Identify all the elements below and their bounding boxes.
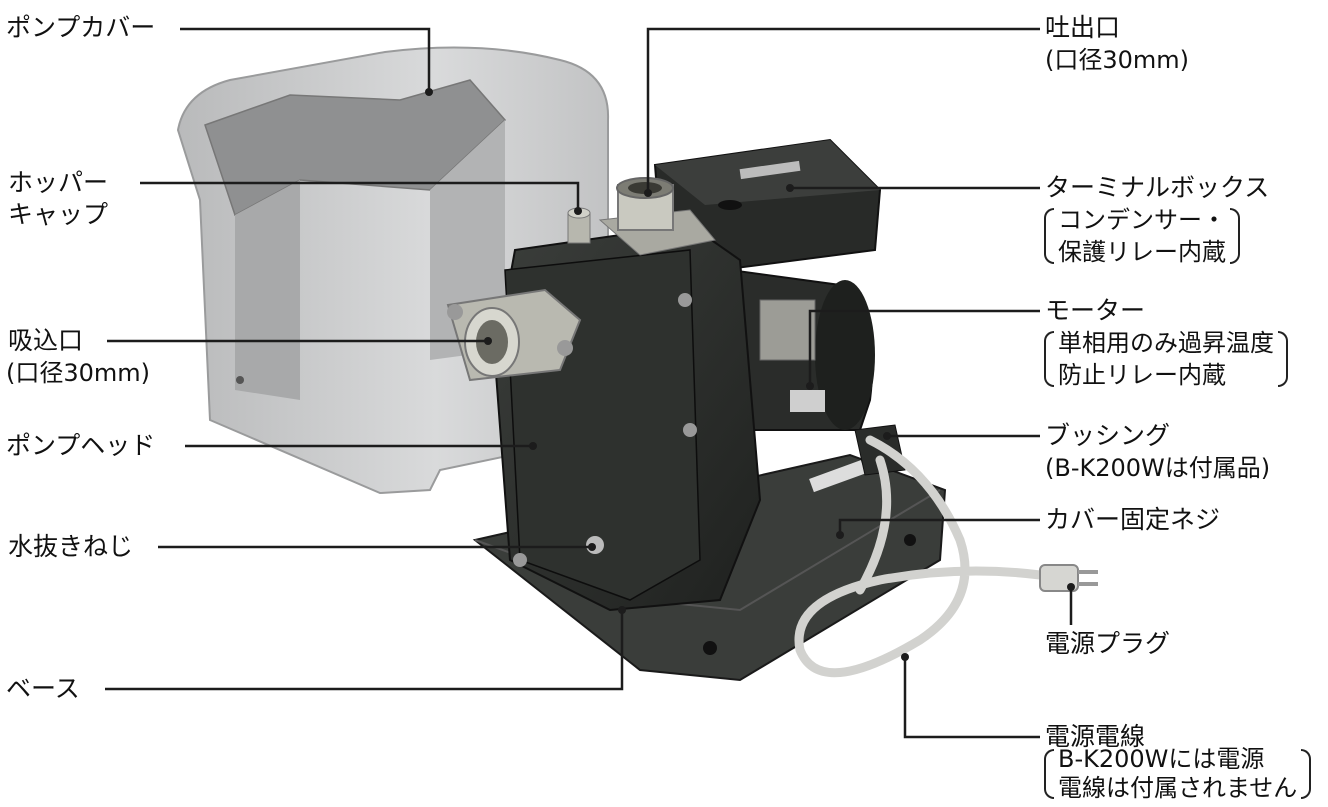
label-base: ベース — [6, 674, 80, 703]
pump-head-illustration — [493, 223, 762, 612]
suction-port-illustration — [446, 288, 582, 382]
power-cord-illustration — [794, 435, 1045, 678]
motor-note-line2: 防止リレー内蔵 — [1058, 361, 1226, 389]
motor-note: 単相用のみ過昇温度 防止リレー内蔵 — [1044, 327, 1288, 391]
label-suction-port-size: (口径30mm) — [6, 359, 151, 387]
power-cord-note: B-K200Wには電源 電線は付属されません — [1043, 745, 1312, 803]
power-cord-note-line1: B-K200Wには電源 — [1058, 745, 1265, 773]
label-pump-cover: ポンプカバー — [6, 13, 156, 42]
label-motor: モーター — [1045, 296, 1146, 325]
label-power-plug: 電源プラグ — [1045, 629, 1171, 658]
label-cover-screw: カバー固定ネジ — [1045, 505, 1221, 534]
leader-lines — [105, 27, 1073, 739]
terminal-box-note-line2: 保護リレー内蔵 — [1058, 238, 1226, 266]
label-bushing-note: (B-K200Wは付属品) — [1045, 454, 1271, 482]
label-bushing: ブッシング — [1045, 421, 1171, 450]
label-drain-screw: 水抜きねじ — [8, 532, 134, 561]
label-power-cord: 電源電線 — [1045, 722, 1146, 751]
motor-note-line1: 単相用のみ過昇温度 — [1058, 329, 1274, 357]
label-hopper-cap-line1: ホッパー — [8, 168, 109, 197]
label-suction-port: 吸込口 — [8, 326, 84, 355]
label-terminal-box: ターミナルボックス — [1045, 173, 1270, 202]
label-hopper-cap-line2: キャップ — [8, 200, 109, 229]
terminal-box-note: コンデンサー・ 保護リレー内蔵 — [1044, 204, 1240, 268]
label-pump-head: ポンプヘッド — [6, 431, 156, 460]
terminal-box-note-line1: コンデンサー・ — [1058, 206, 1226, 234]
label-discharge-port: 吐出口 — [1045, 13, 1121, 42]
power-cord-note-line2: 電線は付属されません — [1058, 774, 1298, 802]
leader-dots — [425, 88, 1075, 661]
label-discharge-port-size: (口径30mm) — [1045, 46, 1190, 74]
